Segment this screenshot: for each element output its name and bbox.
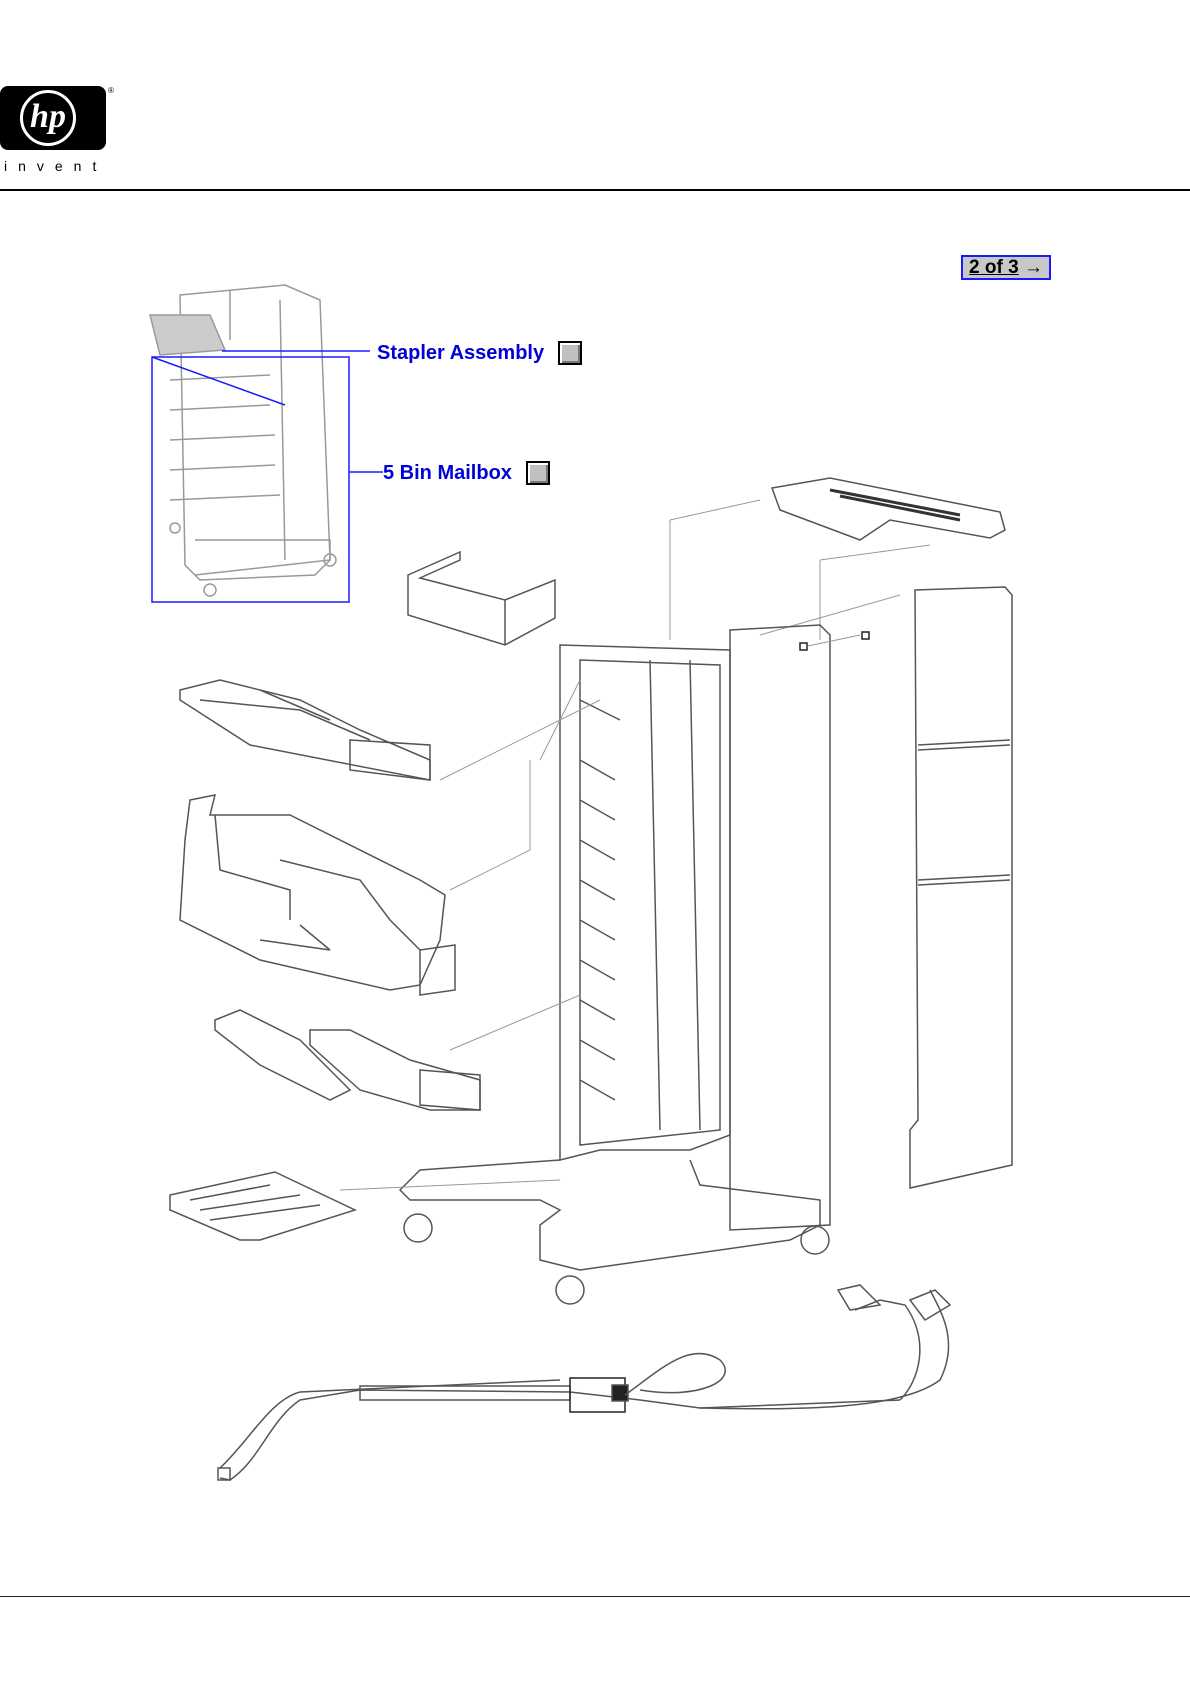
output-bin-lower [215,1010,480,1110]
mailbox-button[interactable] [526,461,550,485]
controller-board [170,1172,355,1240]
stapler-assembly-button[interactable] [558,341,582,365]
stapler-assembly-link[interactable]: Stapler Assembly [377,342,544,365]
side-panel [910,587,1012,1188]
mailbox-link[interactable]: 5 Bin Mailbox [383,462,512,485]
stacker-bin [180,795,455,995]
top-cover [772,478,1005,540]
mailbox-highlight-line [152,357,285,405]
mailbox-callout: 5 Bin Mailbox [383,461,550,485]
main-frame [400,625,869,1304]
output-bin-upper [180,680,430,780]
unit-thumbnail [150,285,336,596]
footer-divider [0,1596,1190,1597]
small-bracket [408,552,555,645]
cable-harness [218,1285,950,1480]
stapler-assembly-callout: Stapler Assembly [377,341,582,365]
